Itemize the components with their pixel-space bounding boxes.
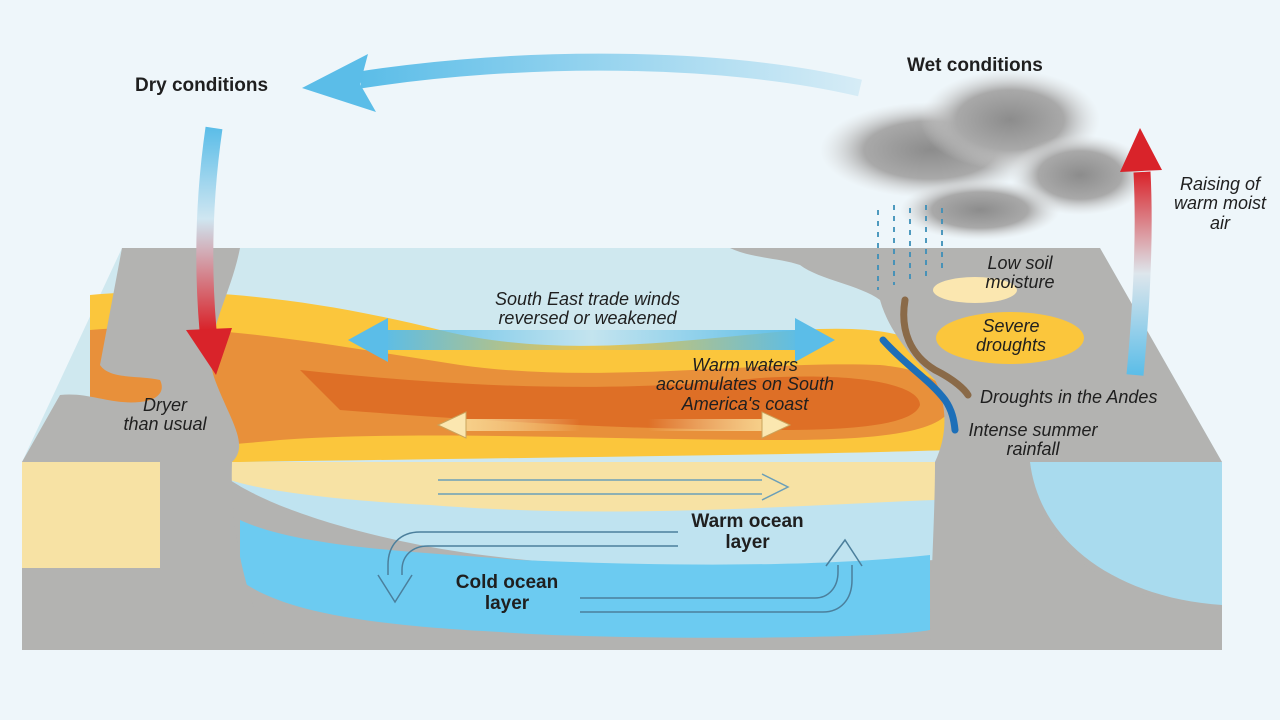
descending-air-arrow [196, 126, 223, 331]
surface-current-arrows [436, 411, 792, 439]
east-land-wall [930, 462, 1222, 650]
warm-layer-flow-arrow [438, 473, 790, 501]
west-land-wall [160, 462, 270, 650]
upper-air-arrowhead [302, 54, 376, 112]
intense-rainfall-coast-line [879, 336, 959, 434]
wet-conditions-label: Wet conditions [907, 55, 1043, 76]
severe-droughts-label: Severe droughts [975, 316, 1047, 356]
upwelling-loop-arrow [580, 538, 863, 613]
low-soil-moisture-label: Low soil moisture [985, 253, 1055, 293]
trade-winds-shaft [382, 330, 802, 350]
trade-winds-arrowhead-east [795, 318, 835, 362]
descending-air-arrowhead [186, 328, 232, 375]
cloud [820, 70, 1150, 240]
dryer-than-usual-label: Dryer than usual [123, 395, 207, 435]
downwelling-loop-arrow [377, 531, 678, 604]
rain [877, 205, 943, 290]
trade-winds-label: South East trade winds reversed or weake… [494, 289, 681, 329]
low-soil-moisture-zone [933, 277, 1017, 303]
intense-rainfall-label: Intense summer rainfall [968, 420, 1098, 460]
warm-waters-label: Warm waters accumulates on South America… [655, 355, 835, 414]
warm-ocean-layer-label: Warm ocean layer [691, 511, 804, 553]
cold-ocean-layer-label: Cold ocean layer [455, 572, 559, 614]
severe-droughts-zone [936, 312, 1084, 364]
droughts-andes-label: Droughts in the Andes [980, 387, 1158, 407]
upper-air-arrow [358, 53, 862, 97]
rising-air-arrow [1126, 171, 1152, 376]
asia-australia-land [22, 248, 240, 462]
raising-air-label: Raising of warm moist air [1173, 174, 1266, 233]
warm-layer-band [230, 462, 935, 512]
cold-ocean-layer [240, 520, 930, 638]
rising-air-arrowhead [1120, 128, 1162, 172]
dry-conditions-label: Dry conditions [135, 75, 269, 96]
east-ocean-front [1030, 462, 1222, 605]
west-warm-front [22, 462, 180, 568]
trade-winds-arrowhead-west [348, 318, 388, 362]
andes-droughts-line [900, 296, 972, 399]
